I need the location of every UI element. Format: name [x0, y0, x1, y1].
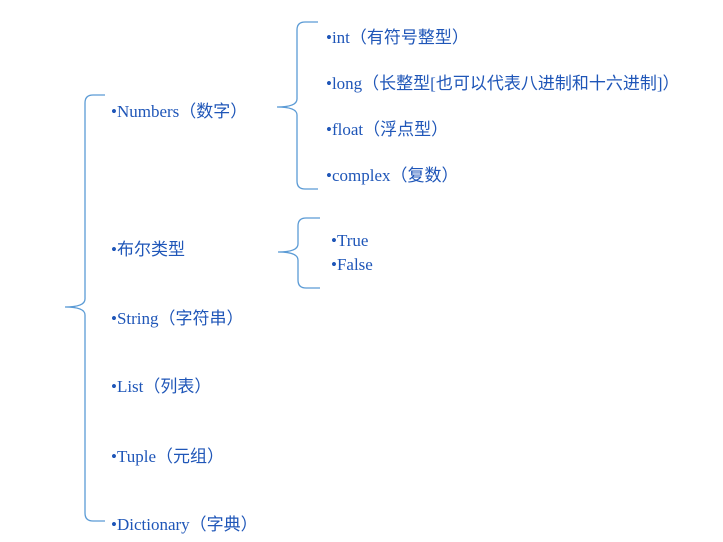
- node-false: •False: [331, 255, 373, 274]
- node-float: •float（浮点型）: [326, 120, 449, 139]
- node-dictionary: •Dictionary（字典）: [111, 515, 258, 534]
- node-list: •List（列表）: [111, 377, 212, 396]
- root-bracket: [64, 94, 105, 522]
- node-complex: •complex（复数）: [326, 166, 459, 185]
- node-string: •String（字符串）: [111, 309, 244, 328]
- node-tuple: •Tuple（元组）: [111, 447, 225, 466]
- node-bool: •布尔类型: [111, 240, 185, 259]
- bool-bracket: [277, 217, 320, 289]
- numbers-bracket: [276, 21, 318, 190]
- node-long: •long（长整型[也可以代表八进制和十六进制]）: [326, 74, 680, 93]
- node-int: •int（有符号整型）: [326, 28, 469, 47]
- node-numbers: •Numbers（数字）: [111, 102, 248, 121]
- node-true: •True: [331, 231, 369, 250]
